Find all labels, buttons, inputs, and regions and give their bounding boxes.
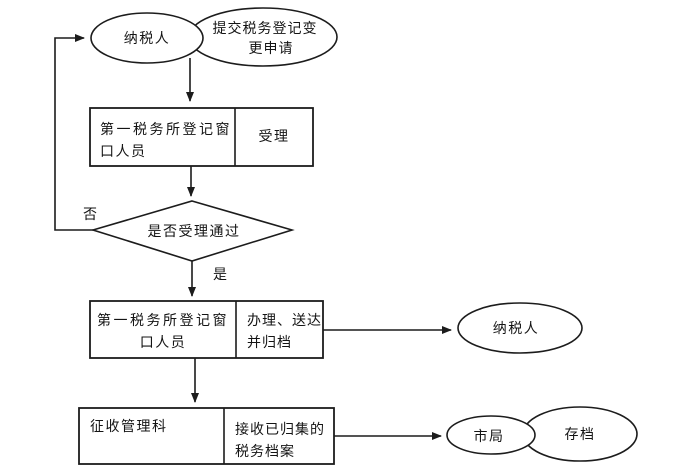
accept-step-box <box>89 107 314 167</box>
process-actor-line1: 第一税务所登记窗 <box>97 312 229 329</box>
decision-label: 是否受理通过 <box>148 224 241 240</box>
archive-step-box <box>78 407 335 465</box>
decision-diamond <box>90 200 295 262</box>
submit-request-label-line2: 更申请 <box>249 41 294 57</box>
process-step-box <box>89 300 324 359</box>
submit-request-label-line1: 提交税务登记变 <box>213 20 318 37</box>
process-action-line2: 并归档 <box>247 334 292 351</box>
city-bureau-ellipse <box>446 415 536 455</box>
city-bureau-label: 市局 <box>474 428 505 445</box>
decision-no-label: 否 <box>83 208 98 223</box>
taxpayer-result-ellipse <box>457 302 583 354</box>
accept-actor-line2: 口人员 <box>100 144 147 160</box>
process-action-line1: 办理、送达 <box>247 313 322 329</box>
submit-request-ellipse <box>188 7 338 67</box>
taxpayer-start-label: 纳税人 <box>124 31 171 47</box>
archive-action-line1: 接收已归集的 <box>235 421 325 438</box>
taxpayer-result-label: 纳税人 <box>493 321 540 337</box>
taxpayer-start-ellipse <box>90 12 204 64</box>
edge-decision-no-loop <box>54 34 93 231</box>
archive-action-line2: 税务档案 <box>235 443 295 460</box>
accept-action-label: 受理 <box>259 129 290 145</box>
archive-actor-label: 征收管理科 <box>90 419 168 435</box>
decision-yes-label: 是 <box>213 268 228 283</box>
accept-actor-line1: 第一税务所登记窗 <box>100 121 232 138</box>
archive-label: 存档 <box>565 427 596 443</box>
process-actor-line2: 口人员 <box>140 335 187 351</box>
